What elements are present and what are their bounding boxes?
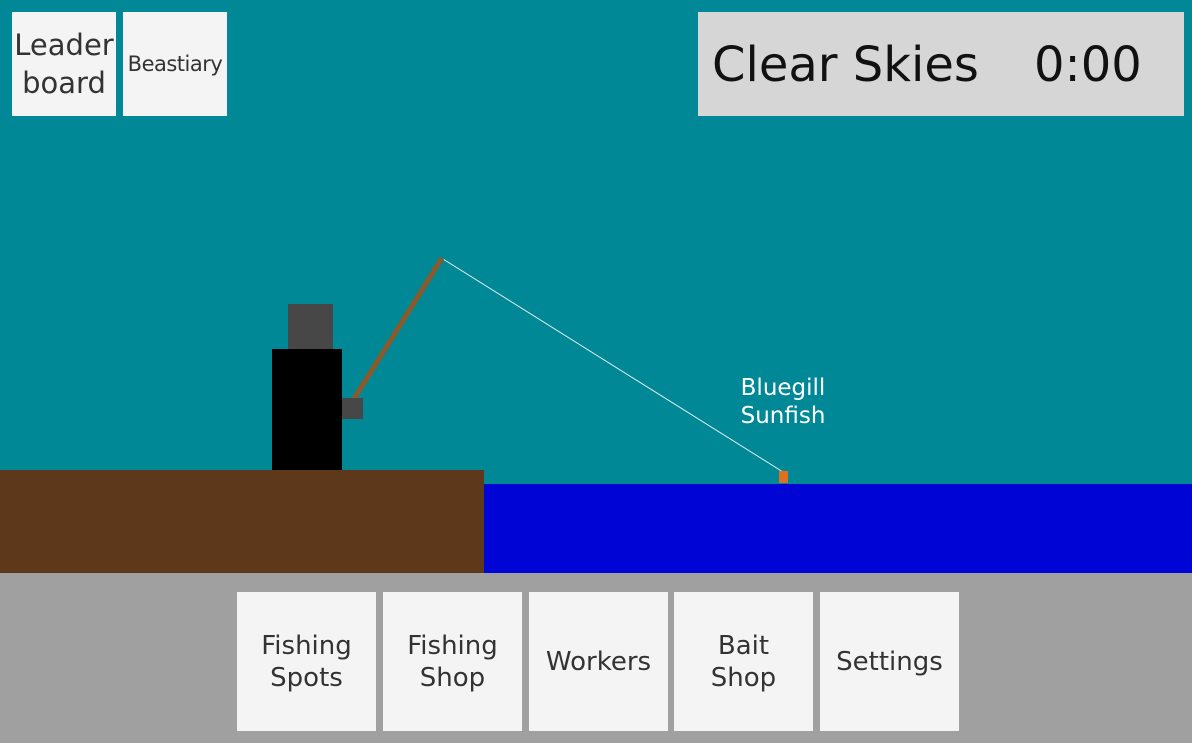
bait-shop-button[interactable]: Bait Shop	[674, 592, 813, 731]
fishing-spots-button[interactable]: Fishing Spots	[237, 592, 376, 731]
dock	[0, 470, 484, 573]
fishing-shop-button[interactable]: Fishing Shop	[383, 592, 522, 731]
weather-status: Clear Skies	[712, 37, 979, 93]
fish-name-label: Bluegill Sunfish	[740, 375, 826, 429]
fisherman-hand	[342, 398, 363, 419]
bottom-toolbar: Fishing Spots Fishing Shop Workers Bait …	[0, 573, 1192, 743]
fisherman-body	[272, 349, 342, 470]
status-panel: Clear Skies 0:00	[698, 12, 1184, 116]
bobber	[779, 471, 788, 483]
beastiary-button[interactable]: Beastiary	[123, 12, 227, 116]
settings-button[interactable]: Settings	[820, 592, 959, 731]
timer-display: 0:00	[1034, 37, 1142, 93]
fishing-rod	[349, 256, 445, 404]
fishing-line	[442, 258, 784, 473]
leaderboard-button[interactable]: Leader board	[12, 12, 116, 116]
fisherman-head	[288, 304, 333, 349]
water	[484, 484, 1192, 573]
workers-button[interactable]: Workers	[529, 592, 668, 731]
